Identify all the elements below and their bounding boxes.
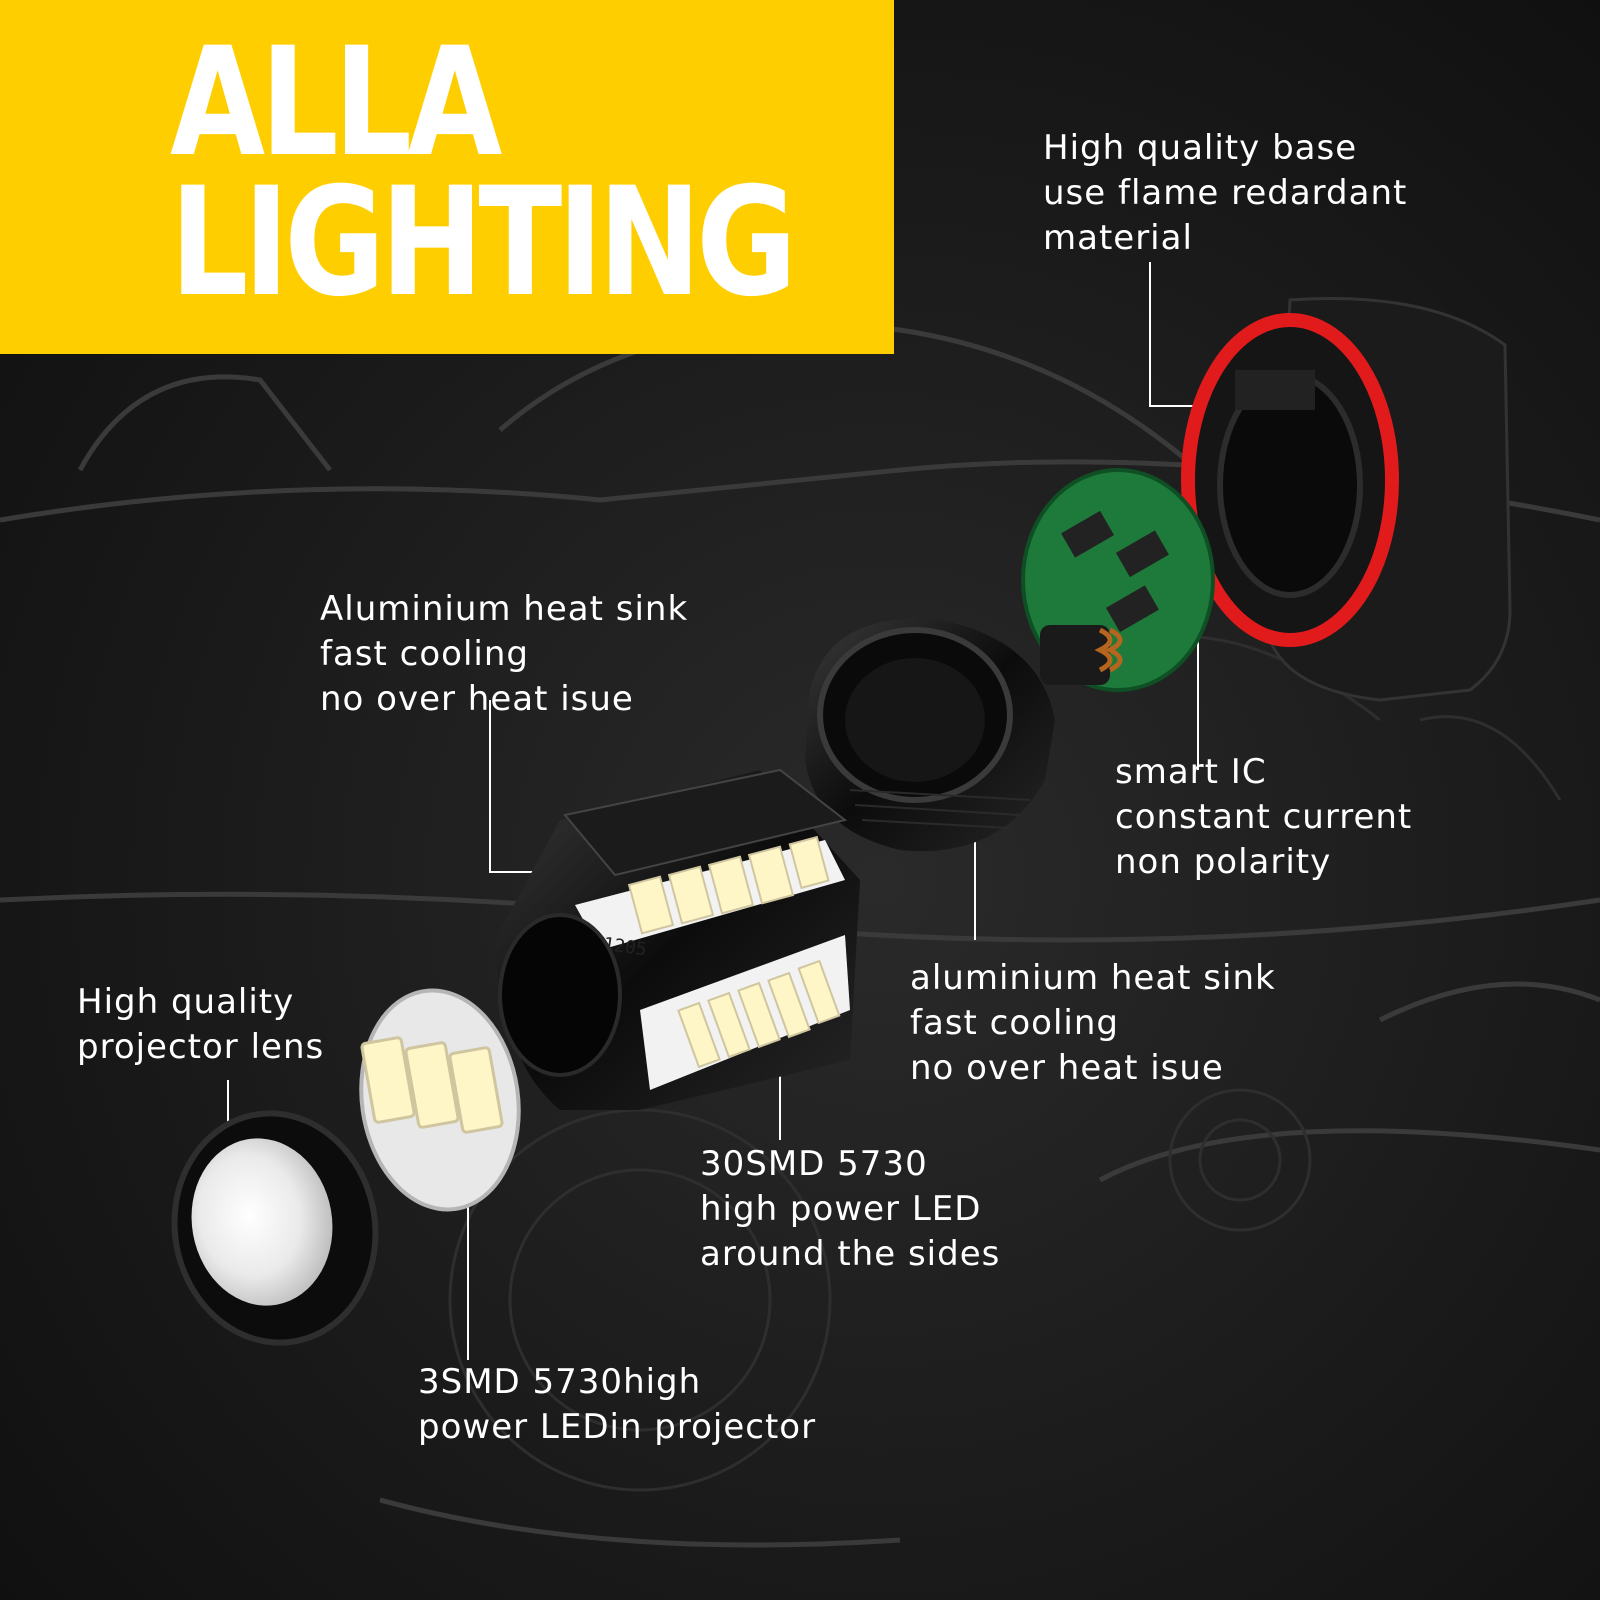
heat-sink-ring-icon: [805, 618, 1055, 852]
callout-side-leds: 30SMD 5730 high power LED around the sid…: [700, 1144, 1001, 1274]
ic-driver-board-icon: [1021, 468, 1215, 692]
callout-smart-ic: smart IC constant current non polarity: [1115, 752, 1413, 882]
led-heat-sink-body-icon: 51205: [495, 768, 860, 1110]
callout-heat-sink-ring: aluminium heat sink fast cooling no over…: [910, 958, 1276, 1088]
brand-title-line-2: LIGHTING: [170, 156, 797, 330]
bulb-base-icon: [1181, 297, 1512, 702]
smd-led-disc-icon: [359, 988, 521, 1212]
projector-lens-icon: [171, 1110, 379, 1346]
led-chip-row-side: [677, 959, 841, 1069]
callout-base: High quality base use flame redardant ma…: [1043, 128, 1408, 258]
callout-heat-sink-top: Aluminium heat sink fast cooling no over…: [320, 589, 689, 719]
led-chip-row-top: [627, 835, 830, 935]
brand-panel: ALLA LIGHTING: [0, 0, 894, 354]
callout-projector-lens: High quality projector lens: [77, 982, 325, 1067]
brand-title-line-1: ALLA: [170, 16, 502, 190]
callout-projector-leds: 3SMD 5730high power LEDin projector: [418, 1362, 817, 1447]
